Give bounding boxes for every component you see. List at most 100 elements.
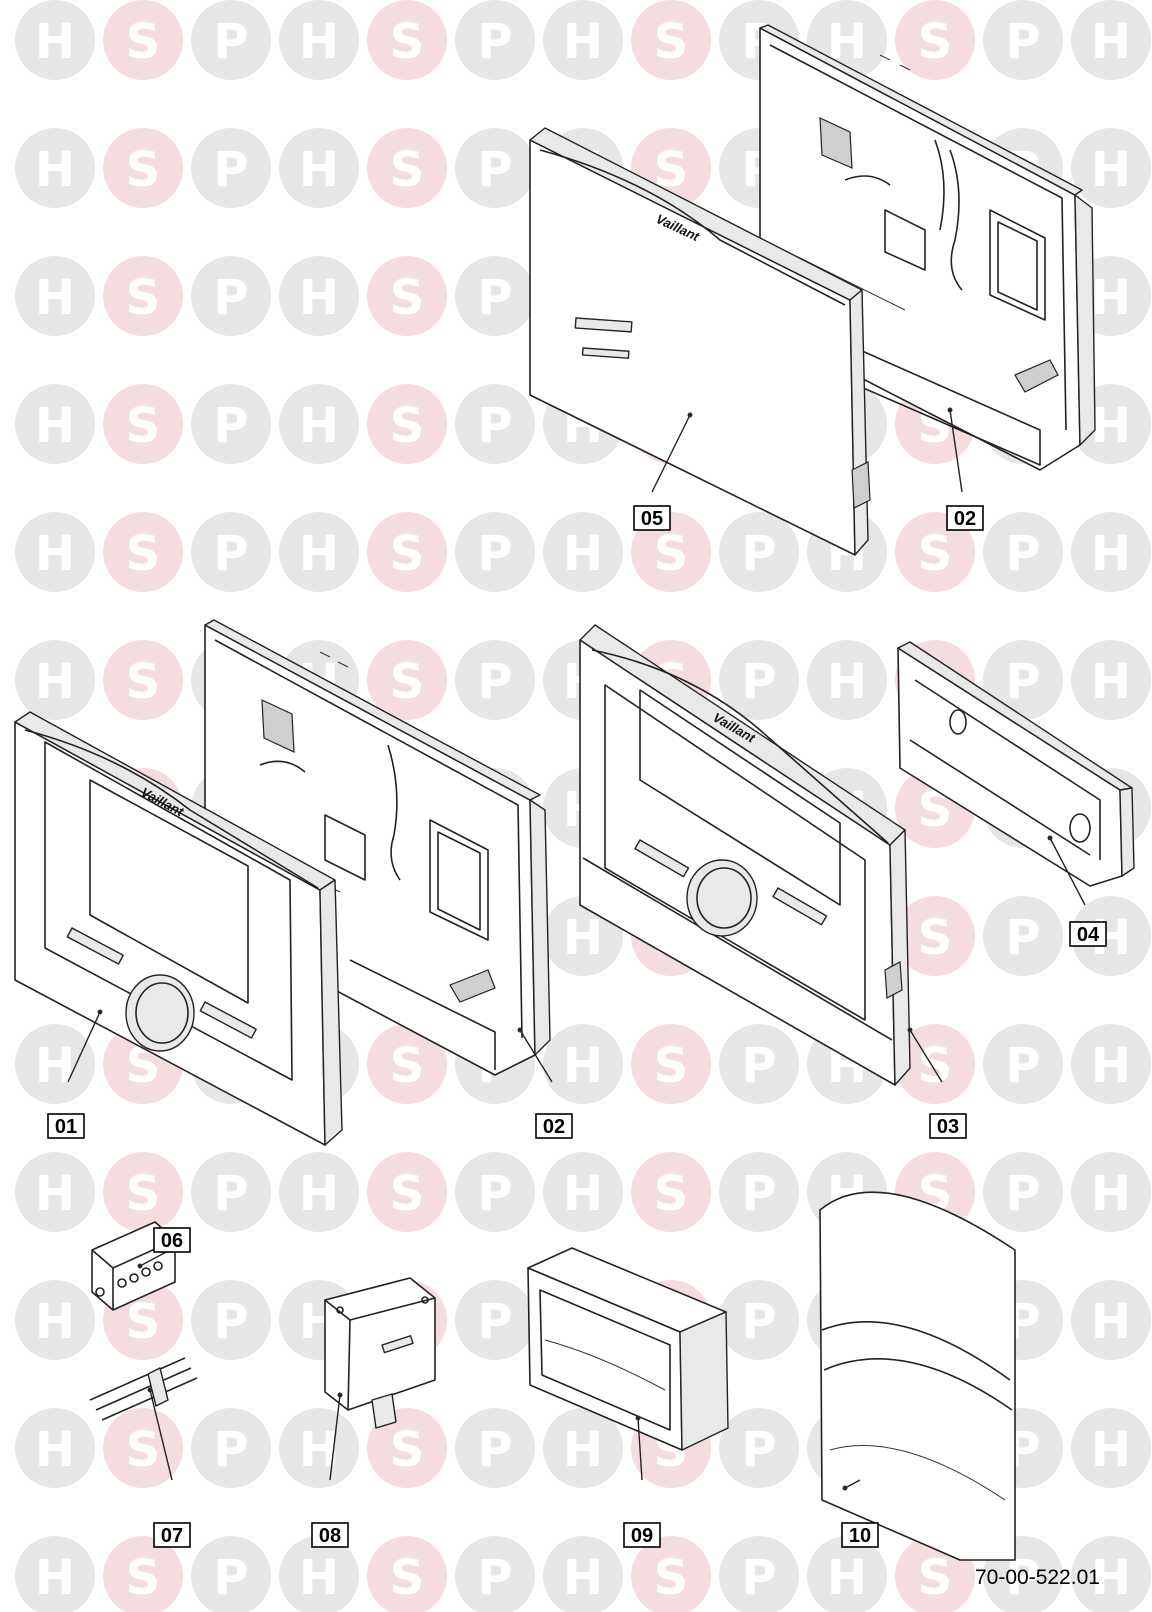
watermark-circle: [455, 1280, 535, 1360]
watermark-circle: [1071, 512, 1151, 592]
watermark-letter: S: [126, 142, 161, 198]
watermark-circle: [279, 1536, 359, 1612]
watermark-circle: [455, 1152, 535, 1232]
watermark-circle: [631, 0, 711, 80]
watermark-circle: [455, 512, 535, 592]
part-07-pin-strip[interactable]: [89, 1357, 198, 1421]
watermark-circle: [543, 0, 623, 80]
watermark-circle: [191, 1152, 271, 1232]
watermark-letter: S: [918, 14, 953, 70]
watermark-letter: H: [299, 1422, 339, 1478]
part-label-01[interactable]: 01: [47, 1113, 85, 1139]
watermark-circle: [15, 128, 95, 208]
watermark-circle: [191, 128, 271, 208]
part-label-09[interactable]: 09: [623, 1522, 661, 1548]
watermark-circle: [103, 384, 183, 464]
watermark-circle: [103, 1152, 183, 1232]
watermark-letter: S: [390, 142, 425, 198]
watermark-circle: [103, 128, 183, 208]
watermark-letter: H: [35, 654, 75, 710]
watermark-circle: [367, 1536, 447, 1612]
watermark-letter: H: [35, 526, 75, 582]
watermark-letter: P: [741, 526, 776, 582]
part-label-08[interactable]: 08: [311, 1522, 349, 1548]
watermark-letter: P: [1005, 14, 1040, 70]
part-label-04[interactable]: 04: [1069, 921, 1107, 947]
watermark-circle: [895, 1024, 975, 1104]
watermark-letter: S: [918, 1550, 953, 1606]
part-05-front-cover[interactable]: Vaillant: [529, 127, 871, 556]
watermark-circle: [455, 1536, 535, 1612]
watermark-circle: [367, 0, 447, 80]
watermark-circle: [455, 128, 535, 208]
drawing-reference-code: 70-00-522.01: [975, 1566, 1100, 1589]
part-03-control-front[interactable]: Vaillant: [579, 624, 911, 1086]
watermark-circle: [279, 1408, 359, 1488]
watermark-letter: H: [35, 14, 75, 70]
watermark-circle: [367, 128, 447, 208]
watermark-letter: H: [563, 526, 603, 582]
watermark-letter: P: [741, 654, 776, 710]
watermark-letter: H: [1091, 14, 1131, 70]
watermark-letter: H: [35, 1294, 75, 1350]
watermark-letter: S: [126, 526, 161, 582]
watermark-letter: H: [1091, 1038, 1131, 1094]
part-09-module-box[interactable]: [527, 1247, 729, 1451]
part-label-02-middle[interactable]: 02: [535, 1113, 573, 1139]
watermark-letter: H: [299, 1166, 339, 1222]
watermark-circle: [367, 1152, 447, 1232]
watermark-letter: S: [126, 654, 161, 710]
watermark-circle: [983, 896, 1063, 976]
leader-lines: [67, 407, 1086, 1491]
watermark-letter: P: [477, 1166, 512, 1222]
watermark-letter: H: [1091, 142, 1131, 198]
watermark-circle: [367, 512, 447, 592]
watermark-letter: P: [741, 1294, 776, 1350]
watermark-circle: [103, 512, 183, 592]
watermark-letter: P: [1005, 654, 1040, 710]
watermark-circle: [719, 1024, 799, 1104]
watermark-circle: [543, 1024, 623, 1104]
part-08-outdoor-sensor[interactable]: [324, 1277, 436, 1429]
part-label-07[interactable]: 07: [153, 1522, 191, 1548]
watermark-letter: H: [299, 526, 339, 582]
watermark-letter: H: [827, 654, 867, 710]
part-01-control-front[interactable]: Vaillant: [14, 711, 343, 1146]
part-04-wall-rail[interactable]: [897, 641, 1135, 887]
watermark-letter: P: [213, 1422, 248, 1478]
watermark-letter: P: [213, 398, 248, 454]
part-label-02-top[interactable]: 02: [946, 505, 984, 531]
watermark-circle: [367, 1408, 447, 1488]
watermark-circle: [543, 1408, 623, 1488]
part-label-10[interactable]: 10: [841, 1522, 879, 1548]
watermark-letter: P: [213, 1294, 248, 1350]
watermark-letter: P: [477, 1550, 512, 1606]
watermark-circle: [543, 1536, 623, 1612]
watermark-letter: H: [563, 1550, 603, 1606]
watermark-letter: P: [213, 526, 248, 582]
part-label-03[interactable]: 03: [929, 1113, 967, 1139]
watermark-circle: [279, 512, 359, 592]
watermark-letter: P: [741, 1166, 776, 1222]
part-label-02-top-text: 02: [954, 508, 976, 530]
part-10-housing[interactable]: [819, 1191, 1016, 1561]
watermark-circle: [15, 640, 95, 720]
watermark-letter: H: [35, 270, 75, 326]
watermark-circle: [15, 1536, 95, 1612]
watermark-circle: [367, 1024, 447, 1104]
watermark-letter: P: [213, 1166, 248, 1222]
watermark-letter: H: [35, 142, 75, 198]
watermark-circle: [367, 384, 447, 464]
watermark-circle: [1071, 896, 1151, 976]
watermark-circle: [103, 1536, 183, 1612]
watermark-circle: [191, 0, 271, 80]
watermark-circle: [15, 512, 95, 592]
part-label-09-text: 09: [631, 1525, 653, 1547]
part-label-05[interactable]: 05: [633, 505, 671, 531]
part-label-10-text: 10: [849, 1525, 871, 1547]
watermark-letter: H: [1091, 270, 1131, 326]
watermark-letter: S: [654, 1166, 689, 1222]
part-label-06[interactable]: 06: [153, 1227, 191, 1253]
watermark-letter: H: [299, 14, 339, 70]
watermark-circle: [455, 640, 535, 720]
